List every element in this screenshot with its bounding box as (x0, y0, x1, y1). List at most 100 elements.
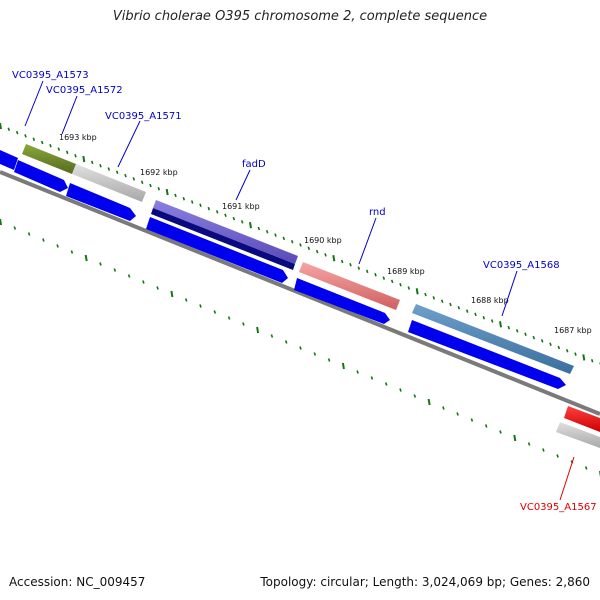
minor-tick (584, 466, 588, 470)
feature-bar-navy (151, 208, 295, 270)
minor-tick (182, 196, 186, 201)
minor-tick (527, 442, 531, 446)
feature-bar-steelblue (412, 304, 574, 374)
minor-tick (213, 310, 217, 314)
kbp-labels: 1693 kbp 1692 kbp 1691 kbp 1690 kbp 1689… (59, 133, 592, 335)
minor-tick (315, 249, 319, 254)
minor-tick (242, 322, 245, 326)
minor-tick (542, 448, 545, 452)
minor-tick (7, 127, 11, 132)
tick-label: 1689 kbp (387, 267, 425, 276)
minor-tick (407, 286, 411, 290)
gene-label-vc0395-a1567: VC0395_A1567 (520, 502, 597, 513)
minor-tick (199, 304, 202, 308)
minor-tick (370, 376, 374, 380)
minor-tick (340, 259, 344, 264)
major-tick (170, 290, 174, 298)
minor-tick (270, 334, 274, 338)
minor-tick (565, 349, 569, 353)
major-tick (165, 188, 169, 196)
minor-tick (190, 200, 194, 204)
minor-tick (215, 210, 219, 214)
minor-tick (532, 335, 536, 340)
minor-tick (424, 292, 427, 297)
minor-tick (132, 177, 136, 181)
minor-tick (282, 236, 286, 241)
feature-track (22, 144, 600, 448)
major-tick (82, 155, 86, 163)
topology-text: Topology: circular; Length: 3,024,069 bp… (260, 575, 590, 589)
minor-tick (115, 170, 119, 175)
tick-label: 1692 kbp (140, 168, 178, 177)
minor-tick (327, 358, 331, 362)
minor-tick (515, 329, 519, 333)
major-tick (249, 222, 252, 229)
minor-tick (199, 203, 202, 208)
minor-tick (440, 299, 444, 303)
minor-tick (399, 282, 402, 287)
gene-label-vc0395-a1573: VC0395_A1573 (12, 70, 89, 81)
cds-arrow (294, 278, 390, 324)
minor-tick (157, 187, 161, 191)
minor-tick (224, 213, 227, 218)
minor-tick (590, 358, 594, 363)
minor-tick (274, 233, 277, 237)
cds-track (0, 150, 566, 389)
minor-tick (156, 286, 159, 290)
outer-tick-row (0, 122, 600, 366)
minor-tick (127, 274, 131, 278)
feature-bar-red (564, 406, 600, 432)
minor-tick (42, 238, 45, 242)
minor-tick (232, 216, 236, 221)
feature-bar-purple (153, 200, 298, 264)
minor-tick (174, 193, 177, 198)
minor-tick (482, 315, 486, 320)
cds-arrow (0, 150, 18, 170)
minor-tick (265, 230, 269, 234)
tick-label: 1693 kbp (59, 133, 97, 142)
minor-tick (349, 263, 352, 267)
label-leaders (24, 80, 575, 501)
accession-text: Accession: NC_009457 (9, 575, 146, 589)
minor-tick (484, 424, 488, 428)
tick-label: 1690 kbp (304, 236, 342, 245)
minor-tick (356, 370, 359, 374)
cds-arrow (14, 160, 68, 192)
minor-tick (140, 180, 144, 184)
major-tick (499, 321, 502, 328)
minor-tick (474, 312, 477, 317)
minor-tick (65, 150, 69, 155)
minor-tick (184, 298, 188, 302)
inner-tick-row (0, 218, 600, 478)
gene-label-rnd: rnd (369, 207, 386, 218)
minor-tick (540, 339, 544, 343)
minor-tick (32, 137, 36, 141)
minor-tick (324, 253, 327, 257)
minor-tick (357, 266, 361, 270)
minor-tick (240, 220, 244, 224)
minor-tick (507, 325, 511, 330)
minor-tick (313, 352, 317, 356)
feature-bar-olive (22, 144, 76, 174)
minor-tick (13, 226, 17, 230)
minor-tick (432, 296, 436, 300)
major-tick (0, 122, 2, 130)
minor-tick (365, 269, 369, 274)
minor-tick (549, 342, 552, 346)
minor-tick (374, 273, 377, 277)
major-tick (513, 434, 517, 442)
gene-labels: VC0395_A1573 VC0395_A1572 VC0395_A1571 f… (12, 70, 597, 513)
minor-tick (57, 147, 61, 151)
gene-label-vc0395-a1572: VC0395_A1572 (46, 85, 123, 96)
minor-tick (15, 130, 19, 135)
tick-label: 1687 kbp (554, 326, 592, 335)
cds-arrow (146, 217, 288, 283)
minor-tick (299, 243, 302, 247)
major-tick (84, 254, 88, 262)
tick-label: 1691 kbp (222, 202, 260, 211)
minor-tick (490, 319, 494, 323)
minor-tick (56, 244, 59, 248)
minor-tick (574, 352, 577, 356)
minor-tick (90, 160, 94, 165)
